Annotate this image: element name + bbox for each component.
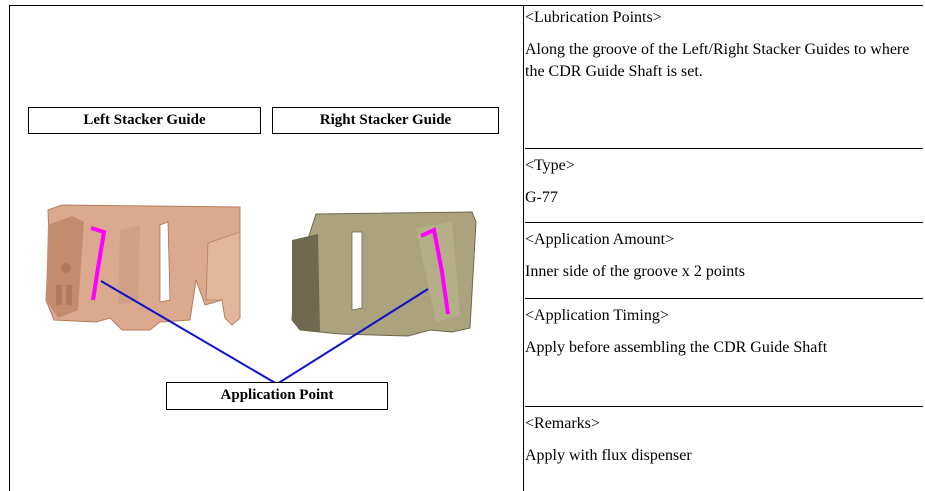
column-divider	[523, 5, 524, 491]
type-text: G-77	[525, 189, 558, 206]
remarks-cell: <Remarks> Apply with flux dispenser	[525, 413, 923, 467]
row-divider	[525, 406, 923, 407]
lubrication-points-cell: <Lubrication Points> Along the groove of…	[525, 7, 923, 83]
type-cell: <Type> G-77	[525, 155, 923, 209]
lubrication-points-text: Along the groove of the Left/Right Stack…	[525, 41, 910, 80]
left-stacker-guide-label: Left Stacker Guide	[28, 107, 261, 134]
pointer-line-right	[276, 288, 429, 385]
right-stacker-guide-part	[291, 211, 477, 337]
left-border	[9, 5, 10, 491]
right-stacker-guide-label: Right Stacker Guide	[272, 107, 499, 134]
remarks-heading: <Remarks>	[525, 415, 600, 432]
amount-text: Inner side of the groove x 2 points	[525, 263, 745, 280]
type-heading: <Type>	[525, 157, 575, 174]
amount-heading: <Application Amount>	[525, 231, 675, 248]
timing-text: Apply before assembling the CDR Guide Sh…	[525, 339, 828, 356]
row-divider	[525, 222, 923, 223]
document-frame	[9, 5, 923, 491]
lubrication-points-heading: <Lubrication Points>	[525, 9, 662, 26]
remarks-text: Apply with flux dispenser	[525, 447, 692, 464]
timing-heading: <Application Timing>	[525, 307, 669, 324]
top-border	[9, 5, 923, 6]
application-point-label: Application Point	[166, 382, 388, 410]
left-stacker-guide-part	[45, 204, 241, 331]
timing-cell: <Application Timing> Apply before assemb…	[525, 305, 923, 359]
pointer-line-left	[100, 280, 278, 385]
row-divider	[525, 298, 923, 299]
row-divider	[525, 148, 923, 149]
amount-cell: <Application Amount> Inner side of the g…	[525, 229, 923, 283]
stacker-guides-illustration	[45, 204, 477, 385]
